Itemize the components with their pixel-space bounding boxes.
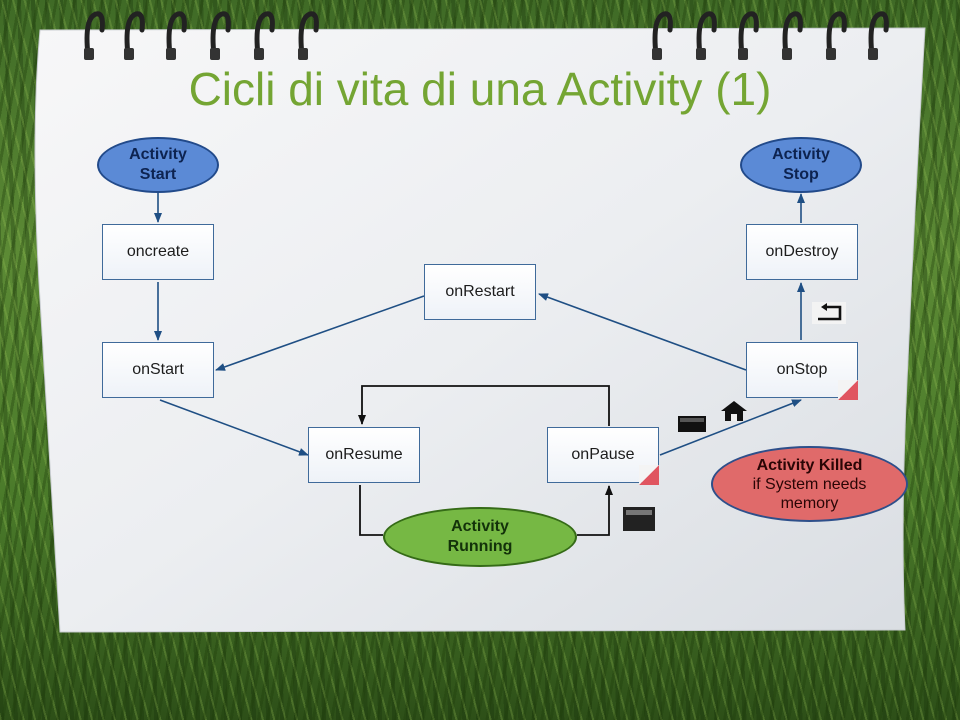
onrestart-label: onRestart — [445, 283, 515, 300]
onpause-fold-corner — [639, 465, 659, 485]
arrow-onpause-to-onstop — [659, 399, 802, 456]
activity-start-line2: Start — [139, 166, 177, 183]
back-icon — [812, 302, 846, 324]
onpause-label: onPause — [571, 446, 635, 463]
onstop-fold-corner — [838, 380, 858, 400]
activity-killed-line3: memory — [780, 494, 839, 512]
activity-stop-line1: Activity — [772, 146, 830, 163]
onresume-box: onResume — [308, 427, 420, 483]
arrow-onstart-to-onresume — [159, 399, 309, 456]
dark-screen-icon — [623, 507, 655, 531]
ondestroy-box: onDestroy — [746, 224, 858, 280]
activity-running-line2: Running — [447, 538, 513, 555]
recent-apps-icon — [678, 416, 706, 432]
oncreate-box: oncreate — [102, 224, 214, 280]
activity-killed-line1: Activity Killed — [756, 456, 863, 474]
activity-stop-line2: Stop — [783, 166, 819, 183]
activity-running-line1: Activity — [451, 518, 509, 535]
onstart-box: onStart — [102, 342, 214, 398]
onrestart-box: onRestart — [424, 264, 536, 320]
slide-title: Cicli di vita di una Activity (1) — [188, 63, 772, 115]
spiral-binding — [84, 11, 889, 60]
arrow-running-to-onpause — [577, 485, 613, 536]
arrow-onrestart-to-onstart — [215, 295, 425, 371]
line-onresume-to-running — [359, 485, 383, 536]
activity-start-line1: Activity — [129, 146, 187, 163]
onstop-label: onStop — [776, 361, 828, 378]
loop-onpause-to-onresume — [358, 385, 610, 426]
activity-killed-line2: if System needs — [752, 475, 867, 493]
arrow-onstop-to-onrestart — [538, 293, 747, 371]
oncreate-label: oncreate — [126, 243, 190, 260]
home-icon — [721, 401, 747, 421]
ondestroy-label: onDestroy — [765, 243, 839, 260]
onresume-label: onResume — [325, 446, 403, 463]
onstart-label: onStart — [132, 361, 184, 378]
